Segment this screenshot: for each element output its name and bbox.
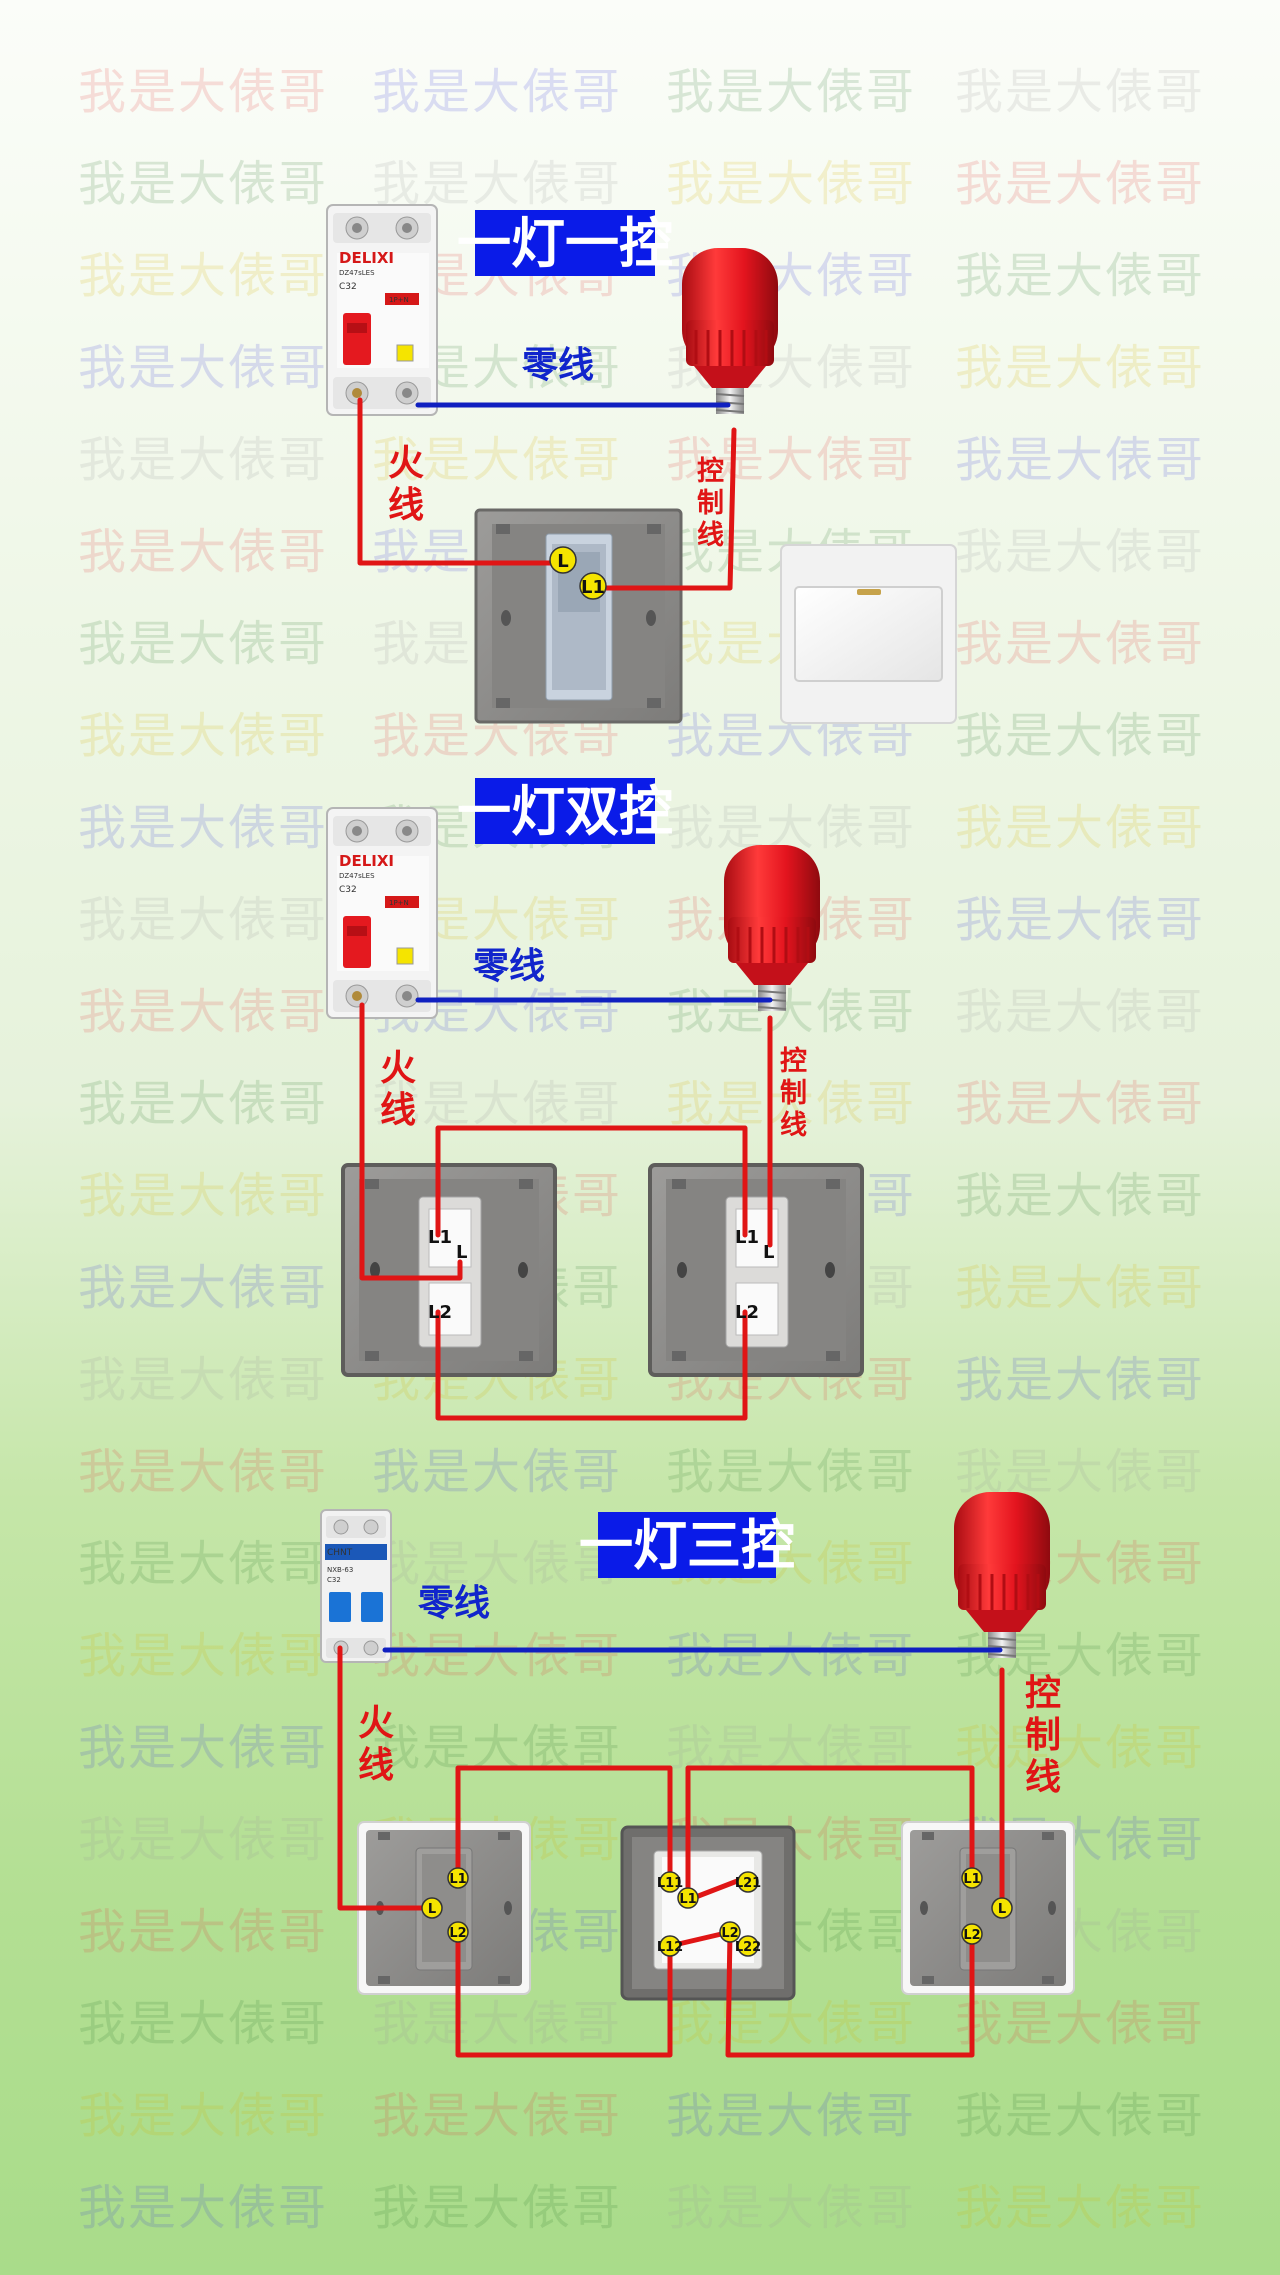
breaker-panel-1: DELIXI DZ47sLES C32 1P+N	[326, 204, 438, 416]
breaker-panel-2: DELIXI DZ47sLES C32 1P+N	[326, 807, 438, 1019]
bulb-panel-2	[722, 843, 822, 1013]
title-panel-2: 一灯双控	[457, 778, 673, 844]
bulb-panel-3	[952, 1490, 1052, 1660]
svg-text:L22: L22	[735, 1940, 761, 1955]
svg-text:L1: L1	[679, 1892, 696, 1907]
breaker-brand: DELIXI	[339, 852, 394, 870]
traveller-top-right	[685, 1765, 975, 1901]
traveller-bottom-left	[455, 1927, 673, 2058]
neutral-label-panel-3: 零线	[418, 1583, 490, 1624]
switch-plate-b-panel-2	[648, 1163, 864, 1377]
switch-plate-a-panel-2	[341, 1163, 557, 1377]
control-label-2: 控制线	[780, 1046, 807, 1141]
traveller-top-panel-2	[435, 1125, 748, 1238]
svg-text:L: L	[998, 1902, 1006, 1917]
title-panel-1: 一灯一控	[457, 210, 673, 276]
breaker-brand: CHNT	[327, 1548, 353, 1558]
svg-text:L2: L2	[449, 1926, 466, 1941]
bulb-panel-1	[680, 246, 780, 416]
svg-text:L: L	[763, 1242, 774, 1263]
breaker-model: DZ47sLES	[339, 269, 375, 277]
terminal-L1: L1	[579, 572, 607, 600]
svg-text:L: L	[428, 1902, 436, 1917]
control-label-panel-1: 控制线	[697, 456, 724, 551]
svg-text:L1: L1	[963, 1872, 980, 1887]
switch-plate-c-panel-3	[901, 1821, 1075, 1995]
svg-text:L1: L1	[581, 577, 605, 598]
live-wire-panel-1	[357, 397, 565, 566]
live-wire-panel-2	[359, 1002, 463, 1281]
panel-1-title: 一灯一控	[457, 212, 673, 275]
live-label-3: 火线	[358, 1703, 394, 1786]
breaker-rating: C32	[327, 1576, 341, 1584]
panel-one-light-three-switches: 一灯三控 CHNT NXB-63 C32 零线 火线 控制线 L1 L L2	[320, 1490, 1075, 2058]
breaker-panel-3: CHNT NXB-63 C32	[320, 1509, 392, 1663]
svg-text:L1: L1	[428, 1227, 452, 1248]
svg-text:L2: L2	[428, 1302, 452, 1323]
breaker-brand: DELIXI	[339, 249, 394, 267]
breaker-rating: C32	[339, 282, 357, 292]
live-label-panel-1: 火线	[388, 443, 424, 526]
control-label-3: 控制线	[1025, 1673, 1061, 1798]
svg-text:L21: L21	[735, 1876, 761, 1891]
panel-one-light-two-switches: 一灯双控 DELIXI DZ47sLES C32 1P+N 零线 火线 控制线 …	[326, 778, 864, 1421]
live-label-2: 火线	[380, 1048, 416, 1131]
live-label-1: 火线	[388, 443, 424, 526]
terminals-switch-a-panel-3: L1 L L2	[421, 1867, 469, 1943]
traveller-bottom-right	[725, 1929, 975, 2058]
switch-plate-panel-1	[474, 508, 683, 724]
panel-2-title: 一灯双控	[457, 780, 673, 843]
breaker-model: NXB-63	[327, 1566, 353, 1574]
svg-text:L11: L11	[657, 1876, 683, 1891]
panel-one-light-one-switch: 一灯一控 DELIXI DZ47sLES C32 1P+N 零线 火线 控制线 …	[326, 204, 957, 724]
breaker-pole: 1P+N	[389, 296, 409, 304]
traveller-bottom-panel-2	[435, 1309, 748, 1421]
breaker-pole: 1P+N	[389, 899, 409, 907]
svg-text:L1: L1	[449, 1872, 466, 1887]
svg-text:L: L	[456, 1242, 467, 1263]
neutral-label-panel-1: 零线	[522, 345, 594, 386]
terminals-switch-a-panel-2: L1 L L2	[428, 1227, 467, 1323]
neutral-label-panel-2: 零线	[473, 946, 545, 987]
control-label-1: 控制线	[697, 456, 724, 551]
white-rocker-switch	[780, 544, 957, 724]
terminals-middle-switch: L11 L1 L21 L12 L2 L22	[657, 1871, 761, 1957]
title-panel-3: 一灯三控	[579, 1512, 795, 1578]
svg-text:L12: L12	[657, 1940, 683, 1955]
control-wire-panel-1	[590, 427, 737, 591]
svg-text:L: L	[557, 551, 568, 572]
panel-3-title: 一灯三控	[579, 1514, 795, 1577]
middle-switch-panel-3	[620, 1825, 796, 2001]
svg-text:L2: L2	[735, 1302, 759, 1323]
svg-text:L2: L2	[721, 1926, 738, 1941]
live-wire-panel-3	[337, 1645, 435, 1911]
breaker-model: DZ47sLES	[339, 872, 375, 880]
terminals-switch-c-panel-3: L1 L L2	[961, 1867, 1013, 1945]
breaker-rating: C32	[339, 885, 357, 895]
traveller-top-left	[455, 1765, 673, 1885]
terminal-L: L	[549, 546, 577, 574]
terminals-switch-b-panel-2: L1 L L2	[735, 1227, 774, 1323]
svg-text:L1: L1	[735, 1227, 759, 1248]
svg-text:L2: L2	[963, 1928, 980, 1943]
